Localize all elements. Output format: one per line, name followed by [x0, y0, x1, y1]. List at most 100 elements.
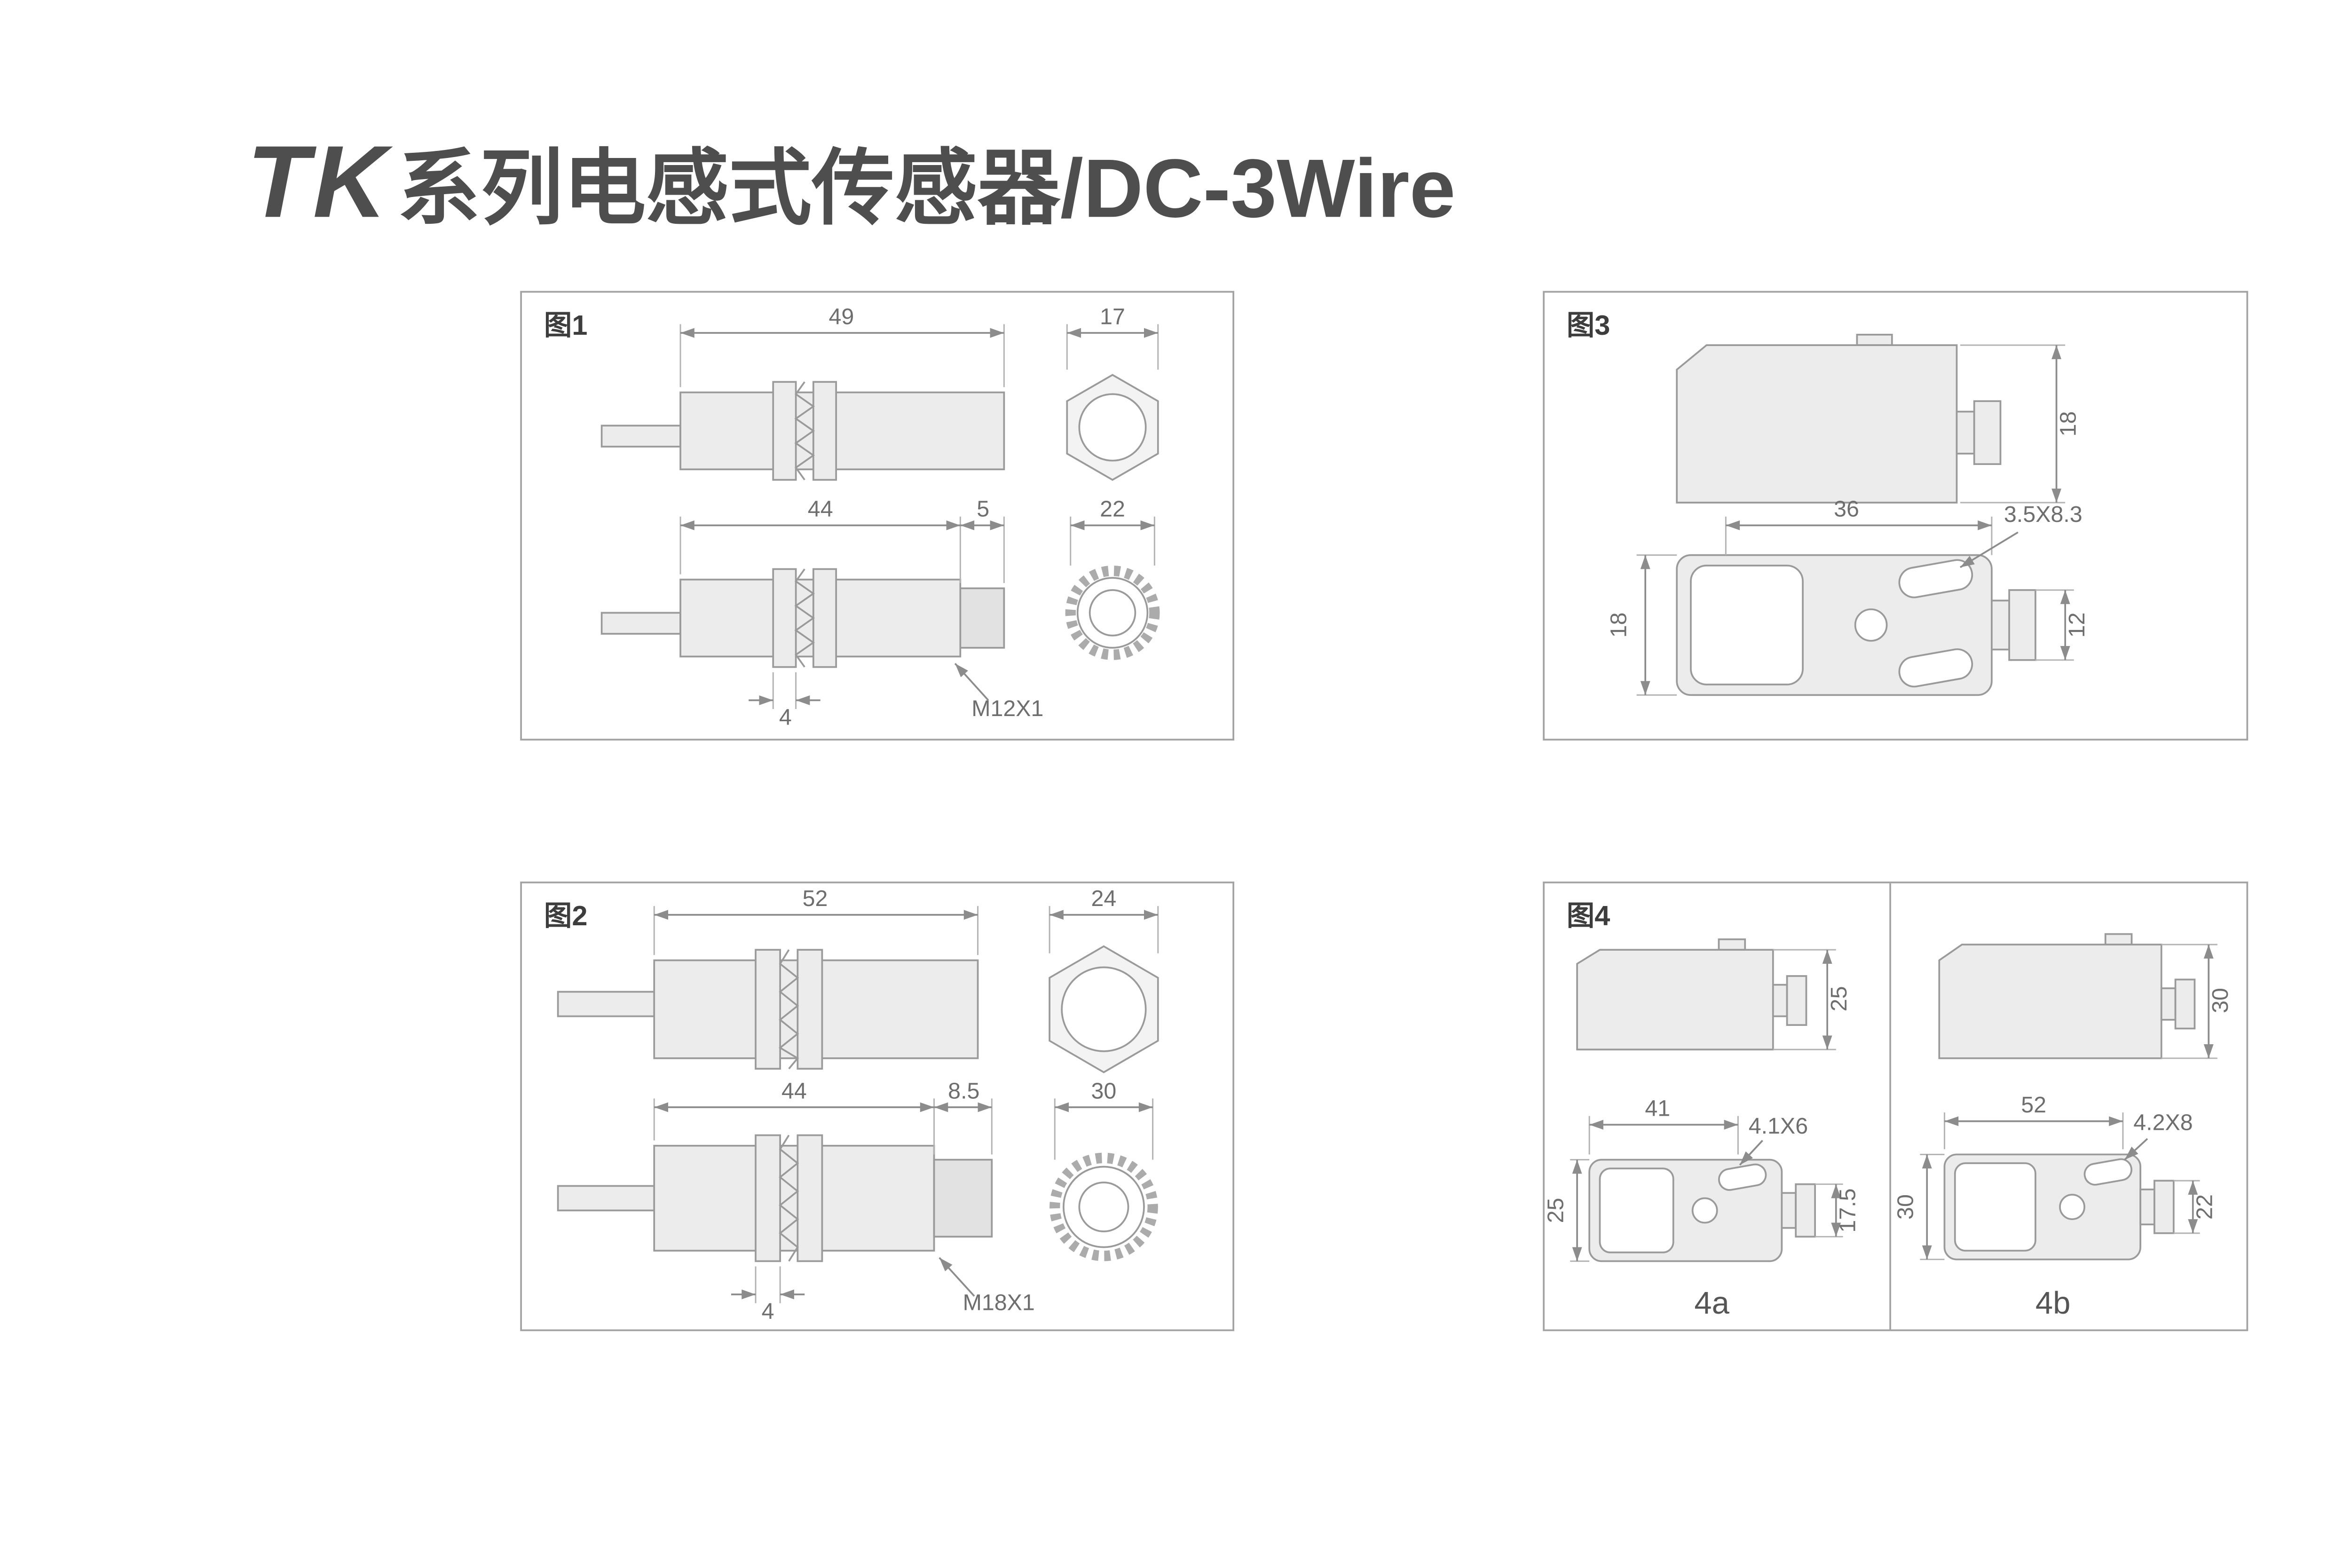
fig1-dim-tip-length: 5 [960, 496, 1005, 583]
lock-nut [797, 1134, 823, 1262]
fig3-dim-connector: 12 [2035, 589, 2090, 661]
sensor-body [653, 1144, 935, 1252]
fig4a-face-view [1588, 1158, 1816, 1262]
sensor-body [1576, 949, 1774, 1051]
fig2-dim-thread-length: 44 [653, 1078, 935, 1155]
title-series-code: TK [247, 125, 390, 240]
figure1-panel: 图1 49 17 [520, 291, 1234, 741]
fig4b-dim-width: 30 [1893, 1153, 1945, 1261]
sensor-body [679, 391, 1005, 471]
sensing-face [1599, 1167, 1674, 1253]
fig4a-dim-length: 41 [1588, 1096, 1739, 1155]
dim-label: 17 [1100, 304, 1125, 329]
thread-break-line [778, 949, 799, 1070]
dim-label: 25 [1545, 1198, 1568, 1223]
title-description: 系列电感式传感器/DC-3Wire [397, 141, 1456, 235]
fig1-knurled-nut-front-view [1065, 565, 1160, 660]
dim-label: 5 [977, 496, 989, 522]
fig4b-dim-length: 52 [1943, 1092, 2124, 1150]
dim-label: 30 [1893, 1194, 1918, 1220]
lock-nut [812, 381, 837, 481]
fig4b-face-view [1943, 1153, 2175, 1261]
fig4a-dim-width: 25 [1545, 1159, 1590, 1262]
fig1-dim-thread-length: 44 [679, 496, 961, 583]
dim-label: 41 [1645, 1096, 1670, 1121]
sensing-face [1690, 565, 1804, 686]
connector-plug [2008, 589, 2036, 661]
fig2-dim-across-flats: 24 [1049, 886, 1159, 953]
dim-label: 4 [762, 1299, 774, 1324]
fig4b-sub-label: 4b [2035, 1285, 2071, 1321]
thread-spec-label: M18X1 [963, 1290, 1035, 1316]
dim-label: 52 [2021, 1092, 2046, 1118]
mounting-slot [1718, 1163, 1767, 1191]
fig4b-dim-height: 30 [2161, 944, 2233, 1059]
fig1-sensor-tip-view [600, 568, 1005, 668]
connector-neck [1781, 1192, 1797, 1229]
adjust-screw [2059, 1194, 2085, 1220]
sensor-body [1938, 944, 2162, 1059]
thread-spec-label: M12X1 [971, 696, 1043, 721]
page-title: TK 系列电感式传感器/DC-3Wire [247, 120, 1456, 242]
fig1-dim-overall-length: 49 [679, 304, 1005, 387]
cable-stub [557, 1185, 655, 1212]
fig1-dim-knurl-outer: 22 [1070, 496, 1155, 566]
lock-nut [755, 1134, 781, 1262]
fig3-dim-height: 18 [1960, 344, 2081, 504]
figure4-panel: 图4 25 [1543, 882, 2248, 1332]
dim-label: 25 [1826, 986, 1852, 1011]
figure1-drawing: 图1 49 17 [544, 304, 1160, 730]
figure2-panel: 图2 52 24 [520, 882, 1234, 1332]
lock-nut [797, 949, 823, 1070]
figure3-label: 图3 [1567, 309, 1610, 341]
lock-nut [755, 949, 781, 1070]
mounting-slot [1898, 559, 1973, 599]
sensor-body [1676, 344, 1958, 504]
dim-label: 44 [808, 496, 833, 522]
cable-stub [600, 425, 681, 448]
connector-plug [1973, 400, 2002, 465]
figure4-drawing: 图4 25 [1545, 883, 2233, 1330]
sensing-tip [933, 1158, 993, 1238]
dim-label: 4 [779, 704, 792, 730]
fig1-thread-callout: M12X1 [954, 663, 1043, 721]
fig4a-sub-label: 4a [1694, 1285, 1729, 1321]
fig1-dim-across-flats: 17 [1066, 304, 1159, 370]
connector-plug [2154, 1180, 2175, 1234]
knurl-teeth [1049, 1152, 1158, 1261]
fig3-dim-width: 18 [1606, 554, 1677, 696]
sensing-face [1954, 1162, 2036, 1252]
fig2-knurled-nut-front-view [1049, 1152, 1158, 1261]
connector-neck [2139, 1188, 2155, 1226]
adjust-screw [1854, 608, 1888, 642]
dim-label: 8.5 [948, 1078, 979, 1103]
connector-plug [1786, 975, 1807, 1026]
slot-size-label: 4.2X8 [2133, 1110, 2193, 1135]
dim-label: 30 [1091, 1078, 1117, 1103]
lock-nut [812, 568, 837, 668]
knurl-teeth [1065, 565, 1160, 660]
fig3-side-view [1676, 333, 2002, 504]
dim-label: 44 [781, 1078, 807, 1103]
fig2-dim-knurl-outer: 30 [1054, 1078, 1154, 1160]
fig4a-dim-connector: 17.5 [1815, 1183, 1861, 1237]
fig4a-slot-callout: 4.1X6 [1739, 1113, 1808, 1166]
thread-break-line [794, 568, 815, 668]
led-bump [1718, 938, 1746, 951]
dim-label: 18 [2055, 411, 2081, 437]
slot-size-label: 4.1X6 [1749, 1113, 1808, 1139]
fig2-thread-callout: M18X1 [939, 1257, 1035, 1316]
fig2-dim-nut-thickness: 4 [731, 1266, 805, 1324]
lock-nut [772, 381, 797, 481]
adjust-screw [1691, 1197, 1718, 1224]
figure2-label: 图2 [544, 900, 588, 931]
dim-label: 52 [803, 886, 828, 911]
knurl-bore [1089, 589, 1136, 637]
thread-break-line [779, 1135, 799, 1262]
fig3-dim-length: 36 [1725, 496, 1993, 555]
connector-neck [1956, 410, 1975, 455]
dim-label: 22 [2192, 1194, 2217, 1220]
dim-label: 12 [2064, 613, 2090, 638]
dim-label: 49 [828, 304, 854, 329]
